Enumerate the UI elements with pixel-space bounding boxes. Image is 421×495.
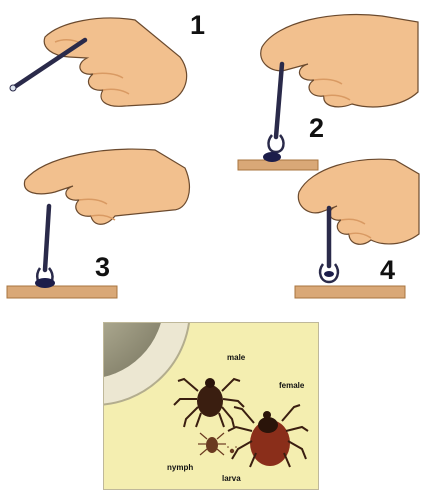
hand-holding-tool-illustration xyxy=(5,2,205,132)
step-3-panel: 3 xyxy=(5,140,205,305)
female-label: female xyxy=(279,381,304,390)
step-2-number: 2 xyxy=(309,113,324,144)
male-label: male xyxy=(227,353,245,362)
step-1-number: 1 xyxy=(190,10,205,41)
tick-photo-illustration xyxy=(104,323,318,489)
hand-removing-tick-illustration xyxy=(285,150,421,305)
step-3-number: 3 xyxy=(95,252,110,283)
step-1-panel: 1 xyxy=(5,2,205,132)
step-4-panel: 4 xyxy=(285,150,421,305)
step-4-number: 4 xyxy=(380,255,395,286)
larva-label: larva xyxy=(222,474,241,483)
nymph-label: nymph xyxy=(167,463,193,472)
tick-life-stages-photo: male female nymph larva xyxy=(103,322,319,490)
